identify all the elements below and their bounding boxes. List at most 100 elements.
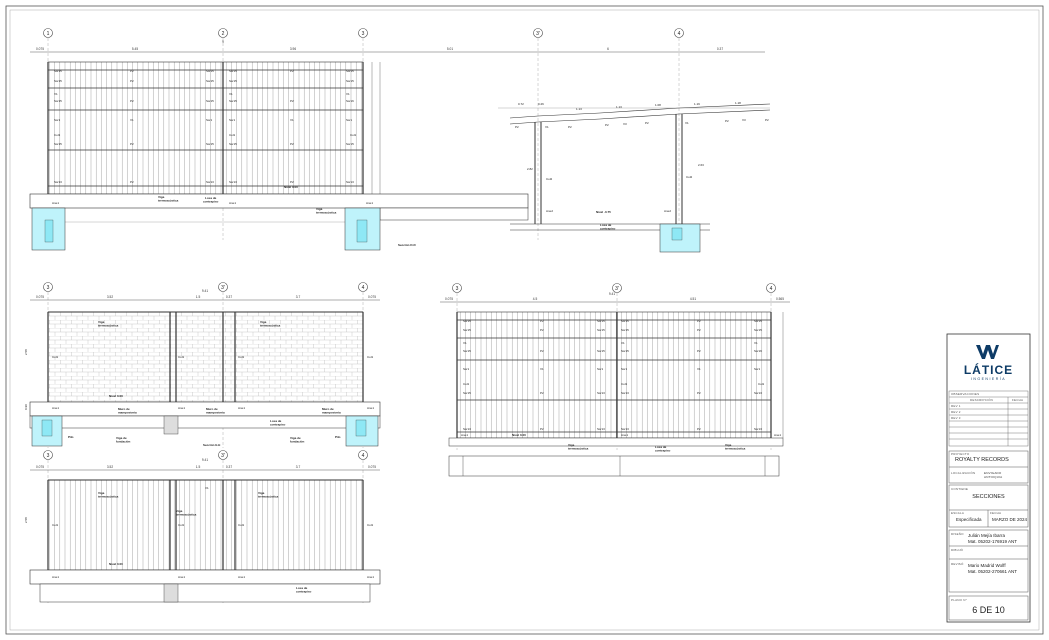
svg-text:3.7: 3.7 [296, 465, 301, 469]
obs-label: OBSERVACIONES [951, 392, 980, 396]
svg-text:V1: V1 [290, 118, 294, 122]
svg-text:3': 3' [221, 453, 225, 459]
svg-text:P2: P2 [290, 69, 294, 73]
svg-text:P2: P2 [697, 349, 701, 353]
svg-text:Ssr15: Ssr15 [54, 142, 62, 146]
sheet-border [5, 5, 1044, 635]
svg-text:Ssr15: Ssr15 [229, 99, 237, 103]
svg-text:Ssr15: Ssr15 [54, 79, 62, 83]
svg-text:Ssr15: Ssr15 [206, 99, 214, 103]
svg-text:Ssr1: Ssr1 [597, 367, 604, 371]
svg-text:P2: P2 [130, 69, 134, 73]
svg-text:Ssr1: Ssr1 [206, 118, 213, 122]
axis-4: 4 [678, 31, 681, 37]
svg-text:V1: V1 [697, 367, 701, 371]
svg-text:3': 3' [221, 285, 225, 291]
svg-text:Ssr15: Ssr15 [621, 319, 629, 323]
plano-label: PLANO N° [951, 598, 967, 602]
svg-text:fundación: fundación [116, 440, 130, 444]
svg-text:Ssr13: Ssr13 [54, 180, 62, 184]
svg-text:P2: P2 [540, 328, 544, 332]
svg-text:0.565: 0.565 [776, 297, 784, 301]
svg-text:Ane1: Ane1 [367, 575, 374, 579]
svg-text:1.18: 1.18 [735, 101, 741, 105]
proyecto-value: ROYALTY RECORDS [955, 457, 1009, 463]
svg-text:Ssr1: Ssr1 [346, 118, 353, 122]
svg-text:contrapiso: contrapiso [296, 590, 312, 594]
svg-text:termoacústica: termoacústica [260, 324, 281, 328]
svg-text:4: 4 [770, 286, 773, 292]
localizacion-value: ENVIGADO ANTIOQUIA [984, 471, 1003, 479]
svg-text:V1: V1 [346, 92, 350, 96]
svg-text:Viga de: Viga de [116, 436, 127, 440]
svg-text:Ssr15: Ssr15 [463, 391, 471, 395]
svg-text:V1: V1 [754, 341, 758, 345]
svg-text:termoacústica: termoacústica [98, 495, 119, 499]
svg-text:V1: V1 [463, 341, 467, 345]
svg-text:Viga: Viga [568, 443, 575, 447]
svg-text:mampostería: mampostería [206, 411, 225, 415]
axis-1: 1 [47, 31, 50, 37]
svg-text:Col1: Col1 [463, 382, 470, 386]
svg-text:Ssr13: Ssr13 [346, 180, 354, 184]
svg-text:1.08: 1.08 [655, 103, 661, 107]
axis-2: 2 [222, 31, 225, 37]
svg-text:1.19: 1.19 [694, 102, 700, 106]
svg-text:P2: P2 [568, 125, 572, 129]
svg-text:Ane2: Ane2 [546, 209, 553, 213]
svg-text:0.075: 0.075 [445, 297, 453, 301]
latice-logo-icon [976, 345, 999, 359]
dim-top-total: 9 [222, 40, 224, 44]
top-section: 1 2 3 3' 4 0.075 5.45 3.96 5.01 6 0.37 9 [29, 28, 771, 253]
svg-text:Muro de: Muro de [206, 407, 218, 411]
svg-text:P2: P2 [605, 123, 609, 127]
svg-text:Viga: Viga [176, 509, 183, 513]
svg-text:termoacústica: termoacústica [158, 199, 179, 203]
svg-text:Col1: Col1 [52, 355, 59, 359]
svg-text:Ane1: Ane1 [461, 433, 468, 437]
svg-text:Ssr1: Ssr1 [621, 367, 628, 371]
svg-text:Col1: Col1 [367, 355, 374, 359]
svg-text:Ane1: Ane1 [229, 201, 236, 205]
svg-text:Ssr15: Ssr15 [463, 349, 471, 353]
svg-text:P2: P2 [540, 391, 544, 395]
svg-text:2.63: 2.63 [698, 163, 704, 167]
logo-box: LÁTICE INGENIERÍA [949, 336, 1028, 385]
svg-text:P2: P2 [540, 427, 544, 431]
svg-text:Ssr15: Ssr15 [229, 69, 237, 73]
svg-text:9.41: 9.41 [202, 458, 208, 462]
svg-text:Ssr15: Ssr15 [754, 319, 762, 323]
svg-text:P2: P2 [697, 427, 701, 431]
svg-text:Col1: Col1 [178, 355, 185, 359]
svg-text:V1: V1 [229, 92, 233, 96]
svg-text:Losa de: Losa de [600, 223, 612, 227]
svg-text:Ssr15: Ssr15 [463, 319, 471, 323]
svg-text:1.5: 1.5 [196, 295, 201, 299]
reviso-label: REVISÓ [951, 562, 964, 566]
svg-text:Ane1: Ane1 [367, 406, 374, 410]
obs-col-date: FECHA [1012, 398, 1024, 402]
svg-text:V1: V1 [205, 486, 209, 490]
svg-text:P2: P2 [130, 180, 134, 184]
svg-text:termoacústica: termoacústica [176, 513, 197, 517]
fecha-value: MARZO DE 2024 [992, 517, 1028, 522]
svg-text:Ssr16: Ssr16 [754, 349, 762, 353]
svg-text:Ssr15: Ssr15 [597, 328, 605, 332]
diseno-name: Julián Mejía Ibarra [968, 533, 1006, 538]
svg-text:V1: V1 [545, 125, 549, 129]
obs-row-2: REV 2 [951, 410, 961, 414]
svg-text:Ssr16: Ssr16 [346, 99, 354, 103]
svg-text:Col2: Col2 [546, 177, 553, 181]
svg-text:Col1: Col1 [178, 523, 185, 527]
svg-text:Col1: Col1 [229, 133, 236, 137]
svg-text:Ssr15: Ssr15 [597, 319, 605, 323]
svg-text:4: 4 [362, 453, 365, 459]
svg-text:Ssr15: Ssr15 [54, 69, 62, 73]
svg-text:Ssr1: Ssr1 [754, 367, 761, 371]
svg-text:Sección D-D: Sección D-D [398, 243, 417, 247]
svg-text:Col1: Col1 [758, 382, 765, 386]
svg-text:Col1: Col1 [52, 523, 59, 527]
